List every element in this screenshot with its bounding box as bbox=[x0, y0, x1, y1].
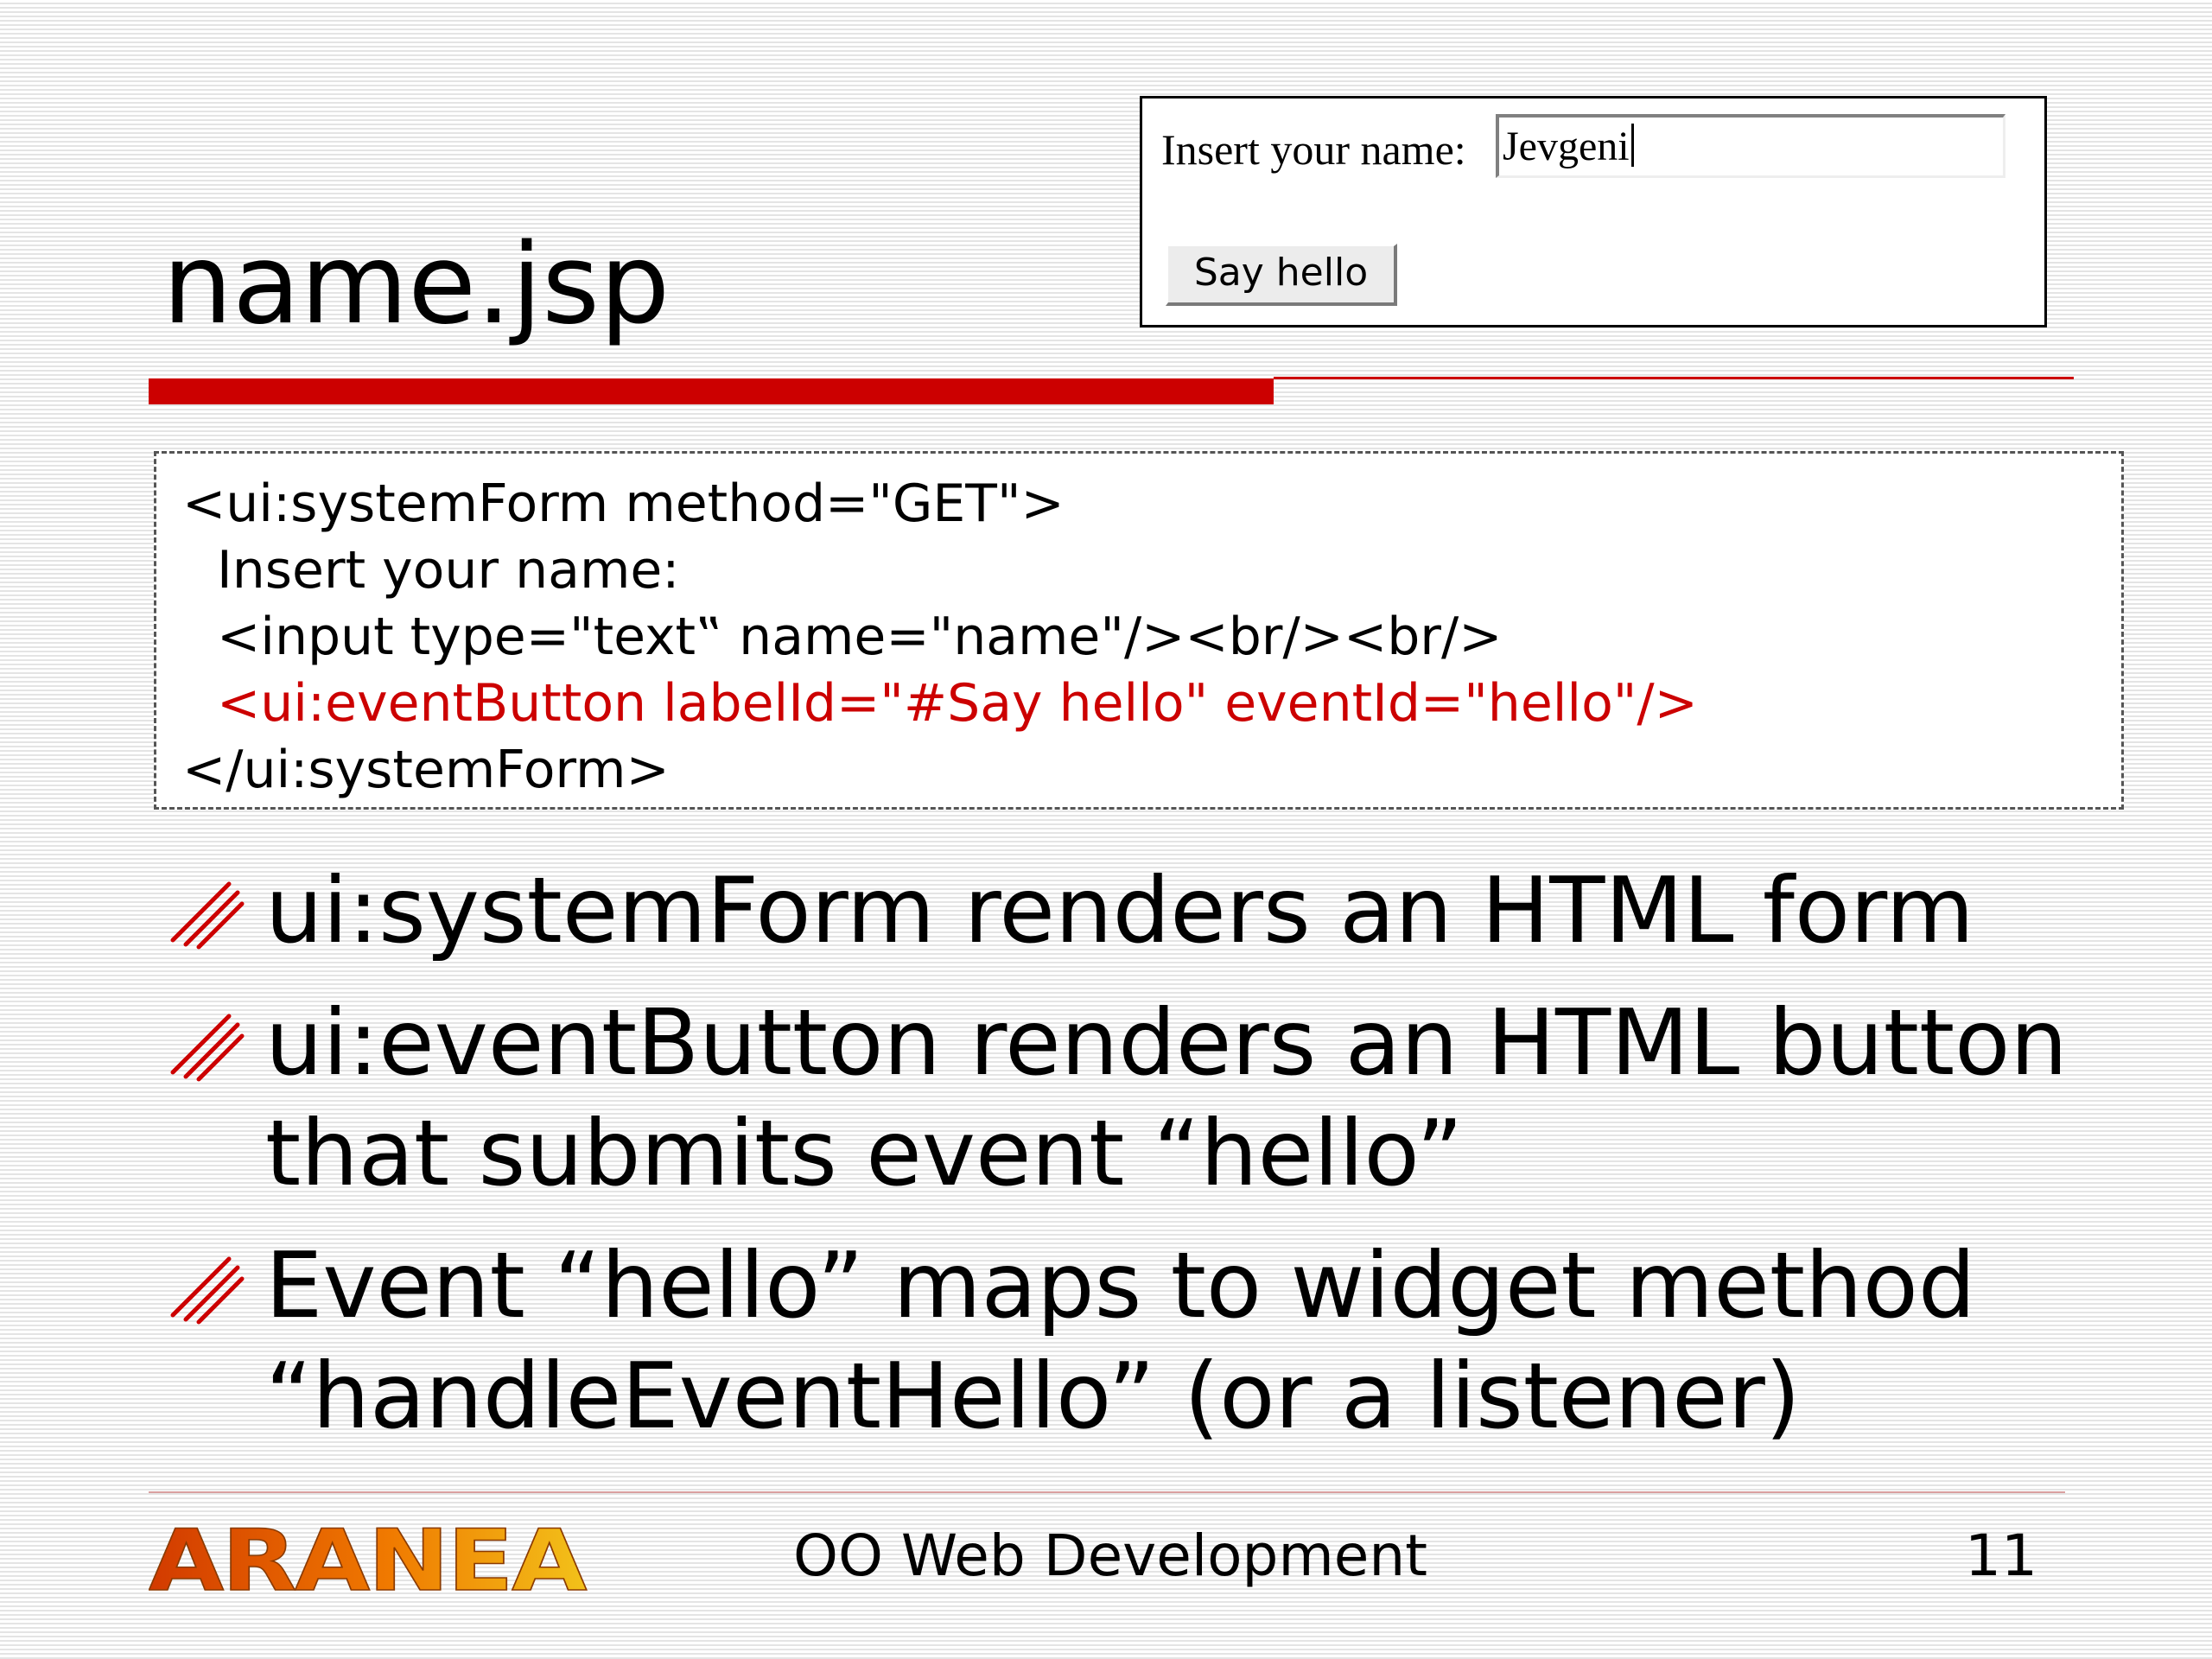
footer-divider bbox=[149, 1491, 2065, 1493]
demo-name-label: Insert your name: bbox=[1161, 125, 1466, 174]
svg-text:ARANEA: ARANEA bbox=[149, 1519, 587, 1599]
hatch-bullet-icon bbox=[170, 1014, 245, 1082]
bullet-item: ui:systemForm renders an HTML form bbox=[168, 855, 2121, 966]
aranea-logo: ARANEA bbox=[149, 1519, 589, 1599]
text-caret bbox=[1630, 124, 1634, 167]
code-line: <input type="text‟ name="name"/><br/><br… bbox=[217, 607, 1503, 667]
bullet-list: ui:systemForm renders an HTML form ui:ev… bbox=[168, 855, 2121, 1473]
code-line-highlighted: <ui:eventButton labelId="#Say hello" eve… bbox=[217, 673, 1698, 734]
footer-title: OO Web Development bbox=[793, 1522, 1428, 1589]
bullet-item: ui:eventButton renders an HTML button th… bbox=[168, 988, 2121, 1209]
code-box: <ui:systemForm method="GET"> Insert your… bbox=[154, 451, 2124, 810]
bullet-text: ui:eventButton renders an HTML button th… bbox=[265, 990, 2068, 1206]
demo-form-screenshot: Insert your name: Jevgeni Say hello bbox=[1140, 96, 2047, 327]
bullet-text: ui:systemForm renders an HTML form bbox=[265, 858, 1974, 963]
hatch-bullet-icon bbox=[170, 1256, 245, 1325]
code-line: </ui:systemForm> bbox=[182, 740, 670, 800]
code-line: <ui:systemForm method="GET"> bbox=[182, 474, 1065, 534]
bullet-text: Event “hello” maps to widget method “han… bbox=[265, 1233, 1976, 1449]
hatch-bullet-icon bbox=[170, 881, 245, 950]
page-number: 11 bbox=[1965, 1522, 2037, 1589]
slide-title: name.jsp bbox=[162, 220, 671, 349]
title-underline-thin bbox=[1274, 377, 2074, 379]
demo-name-input[interactable]: Jevgeni bbox=[1496, 114, 2005, 178]
title-underline-thick bbox=[149, 378, 1274, 404]
bullet-item: Event “hello” maps to widget method “han… bbox=[168, 1230, 2121, 1452]
say-hello-button[interactable]: Say hello bbox=[1166, 244, 1397, 306]
code-line: Insert your name: bbox=[217, 540, 680, 601]
demo-name-input-value: Jevgeni bbox=[1503, 124, 1630, 169]
